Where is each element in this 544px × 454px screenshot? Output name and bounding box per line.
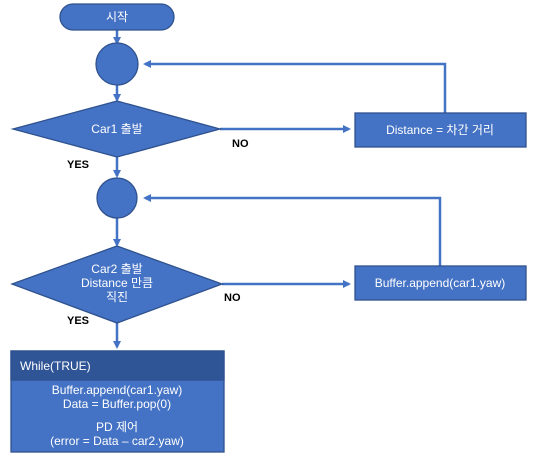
buffer-box	[354, 265, 527, 301]
while-header-label: While(TRUE)	[20, 359, 91, 373]
start-terminal	[59, 3, 175, 31]
distance-box	[354, 112, 527, 148]
buffer-box-label: Buffer.append(car1.yaw)	[375, 276, 506, 290]
yes-label-1: YES	[67, 159, 89, 171]
merge-circle-1	[95, 42, 139, 86]
while-body-line-3: PD 제어	[96, 420, 138, 434]
car1-decision-label: Car1 출발	[91, 122, 142, 136]
edge-distance-loop	[143, 60, 447, 113]
no-label-2: NO	[224, 292, 241, 304]
distance-box-label: Distance = 차간 거리	[386, 123, 494, 137]
car1-decision-diamond	[10, 100, 223, 158]
while-body-line-1: Buffer.append(car1.yaw)	[52, 383, 183, 397]
while-body-line-4: (error = Data – car2.yaw)	[50, 434, 184, 448]
no-label-1: NO	[232, 138, 249, 150]
merge-circle-2	[96, 177, 138, 219]
yes-label-2: YES	[67, 315, 89, 327]
car2-decision-line-1: Car2 출발	[91, 262, 142, 276]
car2-decision-diamond	[10, 245, 224, 324]
car2-decision-line-3: 직진	[106, 290, 128, 304]
while-body-line-2: Data = Buffer.pop(0)	[63, 397, 171, 411]
while-header-bar	[10, 350, 225, 381]
start-label: 시작	[106, 10, 128, 24]
edge-buffer-loop	[143, 194, 442, 266]
car2-decision-line-2: Distance 만큼	[81, 276, 153, 290]
